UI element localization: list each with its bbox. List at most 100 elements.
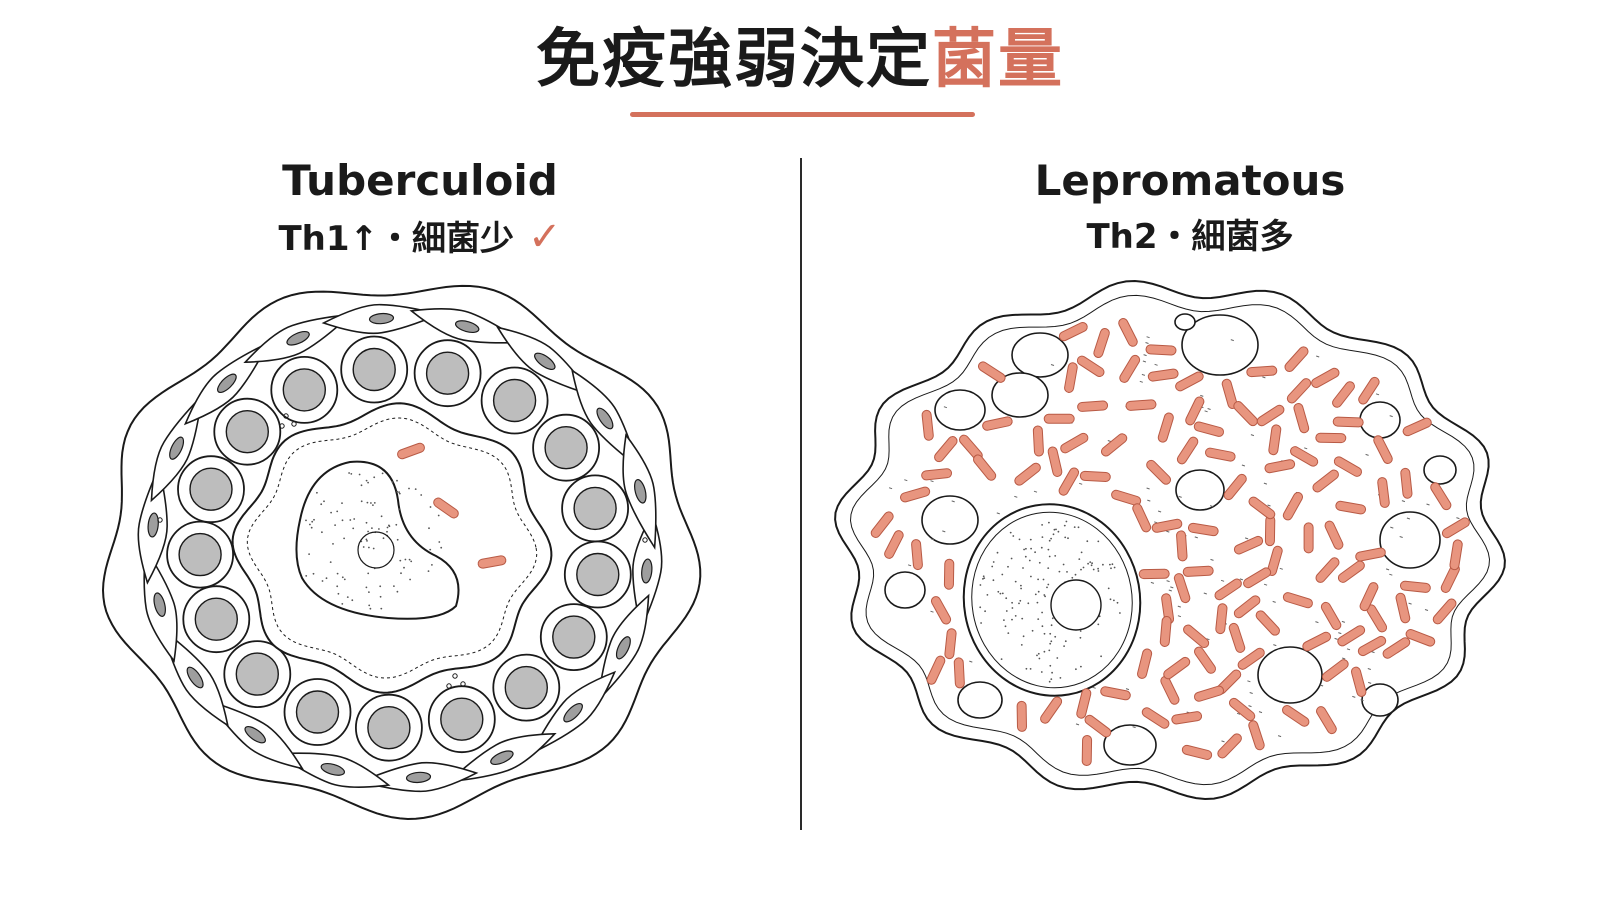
fibroblast — [622, 433, 657, 550]
bacillus — [1159, 616, 1172, 647]
chromatin-dot — [1064, 536, 1067, 539]
left-subtitle-row: Th1↑・細菌少✓ — [180, 215, 660, 261]
chromatin-dot — [365, 538, 368, 541]
chromatin-dot — [334, 524, 336, 526]
bacillus — [1193, 421, 1225, 437]
chromatin-dot — [1012, 535, 1015, 537]
cytoplasm-speckle — [1273, 644, 1277, 647]
chromatin-dot — [1074, 573, 1077, 576]
bacillus — [1233, 401, 1258, 427]
chromatin-dot — [1059, 677, 1062, 679]
bacillus — [921, 409, 934, 441]
bacillus — [1182, 565, 1214, 577]
cytoplasm-speckle — [1365, 453, 1369, 456]
bacillus — [1079, 470, 1111, 482]
fibroblast-nucleus — [217, 373, 237, 394]
panel-divider — [800, 158, 802, 830]
bacillus — [900, 486, 931, 503]
chromatin-dot — [1009, 531, 1012, 534]
chromatin-dot — [382, 537, 385, 540]
bacillus — [982, 416, 1013, 431]
chromatin-dot — [410, 560, 413, 563]
chromatin-dot — [372, 504, 374, 506]
chromatin-dot — [420, 494, 423, 496]
bacillus — [1163, 656, 1191, 680]
cytoplasm-speckle — [1247, 680, 1251, 683]
chromatin-dot — [1001, 592, 1004, 595]
bacillus — [1266, 545, 1283, 576]
chromatin-dot — [1063, 645, 1065, 647]
chromatin-dot — [321, 580, 324, 582]
bacillus — [1137, 648, 1153, 679]
bacillus — [1160, 675, 1180, 705]
cytoplasm-speckle — [1236, 712, 1241, 715]
chromatin-dot — [431, 564, 433, 566]
cytoplasm-speckle — [907, 564, 912, 567]
chromatin-dot — [1040, 671, 1043, 673]
chromatin-dot — [1107, 587, 1110, 590]
fibroblast-nucleus — [405, 771, 432, 784]
bacillus — [1221, 378, 1238, 409]
bacillus — [1332, 381, 1355, 408]
chromatin-dot — [1051, 671, 1053, 674]
bacillus — [1255, 610, 1280, 636]
cytoplasm-speckle — [1154, 521, 1158, 524]
chromatin-dot — [310, 526, 313, 529]
chromatin-dot — [1110, 567, 1112, 570]
bacillus — [1321, 659, 1349, 682]
bacillus — [926, 655, 946, 685]
bacillus — [1214, 578, 1242, 601]
cytoplasm-speckle — [1367, 668, 1371, 670]
fibroblast-nucleus — [147, 512, 159, 538]
bacillus — [1032, 425, 1044, 457]
chromatin-dot — [1102, 563, 1104, 566]
bacillus — [1228, 697, 1256, 722]
chromatin-dot — [320, 503, 323, 506]
cytoplasm-speckle — [1389, 573, 1393, 576]
cytoplasm-speckle — [1277, 735, 1282, 738]
bacillus — [884, 530, 904, 559]
chromatin-dot — [368, 604, 371, 607]
chromatin-dot — [1058, 570, 1061, 573]
bacillus — [934, 436, 958, 463]
bacillus — [1286, 378, 1312, 404]
vacuole — [1103, 724, 1157, 766]
cytoplasm-speckle — [1132, 726, 1136, 729]
cytoplasm-speckle — [1304, 447, 1308, 450]
chromatin-dot — [1000, 658, 1003, 660]
chromatin-dot — [1092, 568, 1095, 571]
cytoplasm-speckle — [1241, 464, 1246, 467]
cytoplasm-speckle — [1107, 440, 1111, 442]
cytoplasm-speckle — [1352, 695, 1356, 698]
central-macrophage-inner-membrane — [246, 417, 538, 679]
chromatin-dot — [380, 515, 383, 518]
cytoplasm-speckle — [1263, 583, 1268, 586]
chromatin-dot — [1043, 650, 1046, 653]
chromatin-dot — [1019, 599, 1022, 602]
chromatin-dot — [1079, 630, 1082, 632]
chromatin-dot — [1044, 595, 1046, 598]
cytoplasm-speckle — [1408, 602, 1412, 605]
lymphocyte-nucleus — [504, 665, 548, 710]
chromatin-dot — [1025, 667, 1028, 670]
cytoplasm-speckle — [1207, 408, 1211, 410]
cytoplasm-speckle — [1375, 393, 1380, 396]
bacillus — [477, 555, 507, 569]
chromatin-dot — [371, 527, 373, 529]
bacillus — [1246, 365, 1278, 378]
chromatin-dot — [1079, 636, 1082, 639]
chromatin-dot — [395, 523, 398, 526]
cytoplasm-speckle — [1424, 609, 1429, 611]
chromatin-dot — [372, 547, 375, 550]
cytoplasm-speckle — [1146, 487, 1150, 490]
chromatin-dot — [437, 514, 440, 517]
chromatin-dot — [1050, 537, 1052, 540]
bacillus — [1125, 399, 1157, 411]
chromatin-dot — [366, 501, 369, 504]
cytoplasm-speckle — [1170, 586, 1174, 589]
chromatin-dot — [980, 622, 982, 624]
chromatin-dot — [1038, 561, 1041, 564]
chromatin-dot — [1011, 618, 1013, 621]
cytoplasm-speckle — [1157, 510, 1162, 513]
bacillus — [1358, 376, 1380, 405]
